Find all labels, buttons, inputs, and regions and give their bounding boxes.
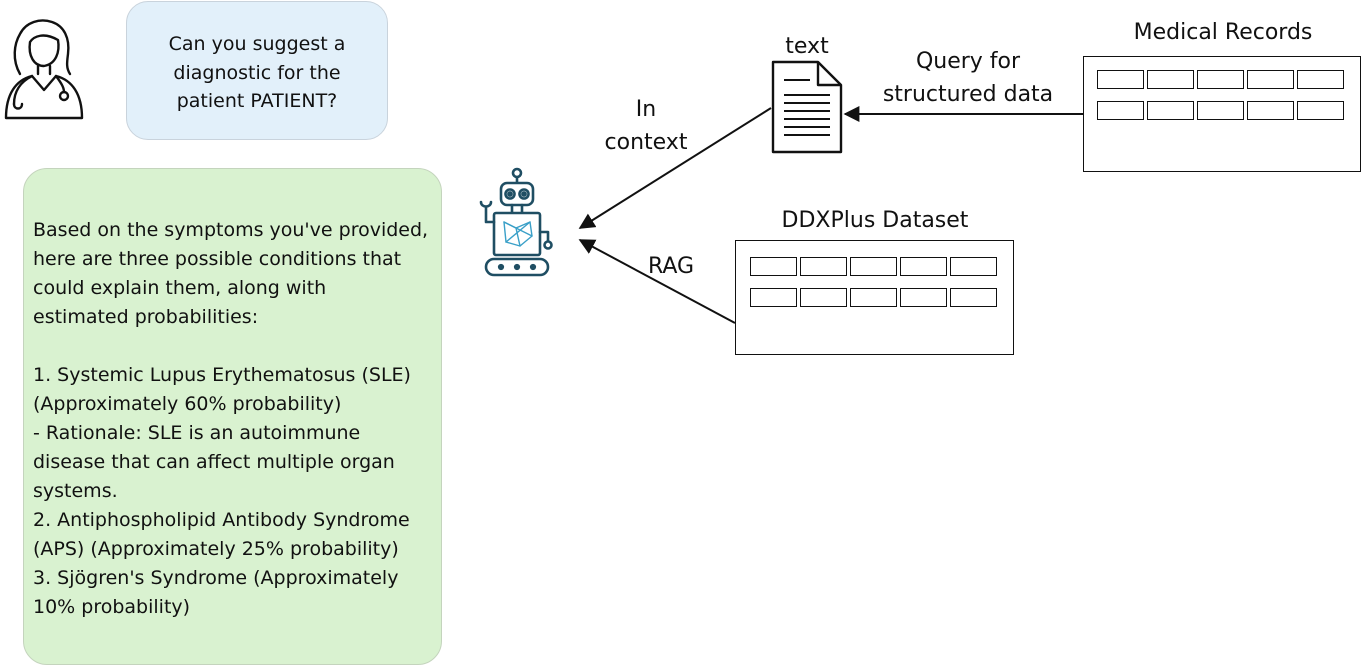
table-cell (750, 257, 797, 276)
ddxplus-table (735, 240, 1014, 355)
query-label: Query for structured data (868, 45, 1068, 111)
table-cell (1247, 70, 1294, 89)
query-label-line2: structured data (882, 82, 1054, 107)
table-cell (750, 288, 797, 307)
question-text: Can you suggest a diagnostic for the pat… (168, 33, 346, 112)
rag-arrow (578, 239, 736, 324)
answer-text: Based on the symptoms you've provided, h… (33, 219, 429, 618)
table-cell (950, 288, 997, 307)
table-cell (1097, 101, 1144, 120)
table-cell (1147, 70, 1194, 89)
table-cell (900, 288, 947, 307)
table-cell (800, 257, 847, 276)
table-cell (900, 257, 947, 276)
table-cell (850, 288, 897, 307)
medical-records-title: Medical Records (1133, 20, 1313, 45)
in-context-label-line1: In (635, 97, 657, 122)
table-cell (950, 257, 997, 276)
ddxplus-title: DDXPlus Dataset (781, 208, 969, 233)
medical-records-table (1083, 56, 1361, 172)
table-cell (1297, 70, 1344, 89)
table-cell (1197, 101, 1244, 120)
table-cell (850, 257, 897, 276)
table-cell (1197, 70, 1244, 89)
table-cell (1297, 101, 1344, 120)
text-doc-label: text (785, 34, 829, 59)
table-cell (800, 288, 847, 307)
table-cell (1097, 70, 1144, 89)
table-cell (1147, 101, 1194, 120)
in-context-label: In context (588, 93, 704, 159)
in-context-label-line2: context (604, 130, 688, 155)
query-label-line1: Query for (915, 49, 1021, 74)
question-bubble (126, 1, 388, 140)
answer-bubble (23, 168, 442, 665)
rag-label: RAG (648, 254, 695, 279)
table-cell (1247, 101, 1294, 120)
